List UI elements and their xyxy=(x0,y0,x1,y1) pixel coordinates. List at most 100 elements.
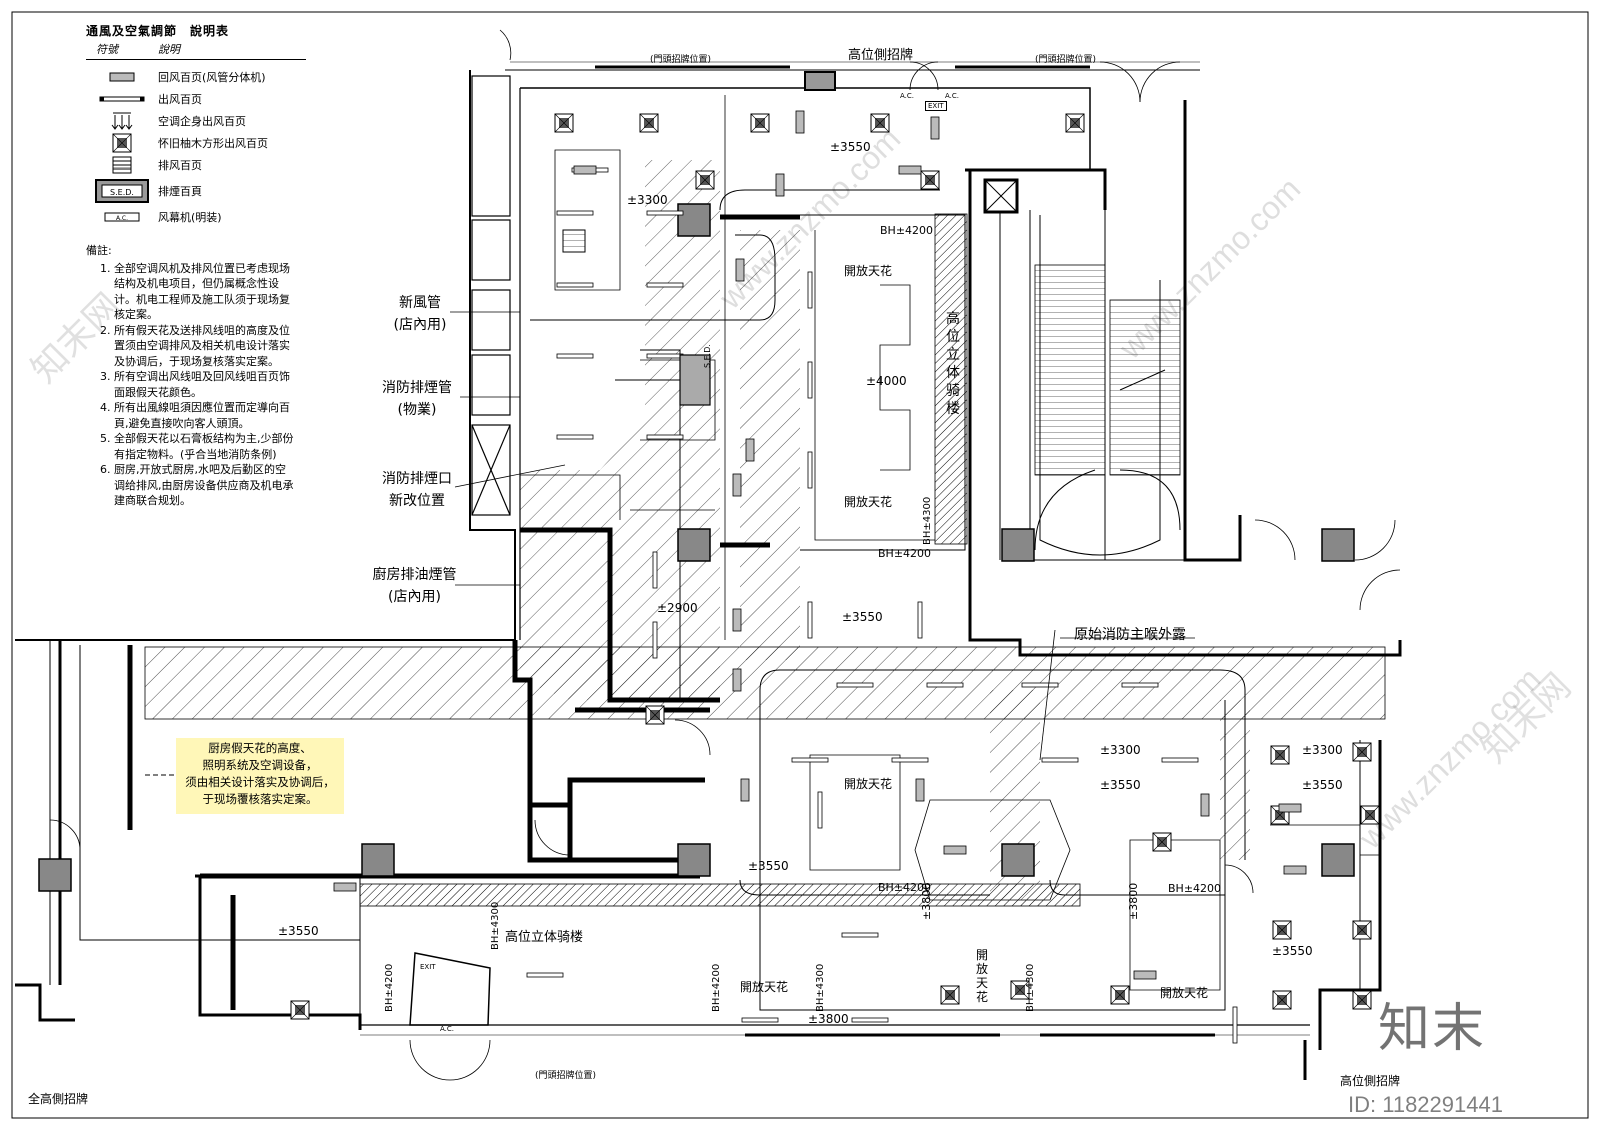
note-item: 所有出風線咀須因應位置而定導向百頁,避免直接吹向客人頭頂。 xyxy=(114,400,296,431)
bh-label: BH±4200 xyxy=(880,224,934,237)
legend-row: S.E.D. 排煙百頁 xyxy=(86,176,306,206)
height-label: ±3550 xyxy=(1272,944,1313,958)
legend-row: 排风百页 xyxy=(86,154,306,176)
door-sign-label: (門頭招牌位置) xyxy=(1035,55,1097,65)
full-side-sign-label: 全高側招牌 xyxy=(28,1092,89,1106)
sed-tag: S.E.D. xyxy=(110,188,134,197)
ac-label: A.C. xyxy=(440,1025,455,1033)
legend-label: 风幕机(明装) xyxy=(158,211,222,224)
open-ceiling-label: 開放天花 xyxy=(844,495,893,509)
legend-label: 排风百页 xyxy=(158,159,202,172)
legend-label: 空调企身出风百页 xyxy=(158,115,246,128)
open-ceiling-label: 開放天花 xyxy=(740,980,789,994)
legend-label: 怀旧柚木方形出风百页 xyxy=(158,137,268,150)
bh-label: BH±4300 xyxy=(1025,963,1036,1012)
legend-col-desc: 說明 xyxy=(158,43,180,56)
legend-label: 出风百页 xyxy=(158,93,202,106)
door-sign-label: (門頭招牌位置) xyxy=(650,55,712,65)
legend-row: 空调企身出风百页 xyxy=(86,110,306,132)
callout-fire-main: 原始消防主喉外露 xyxy=(1074,627,1186,643)
callout-line: (店內用) xyxy=(388,589,441,605)
note-item: 全部空调风机及排风位置已考虑现场结构及机电项目，但仍属概念性设计。机电工程师及施… xyxy=(114,261,296,323)
ac-supply-arrows-icon xyxy=(86,111,158,131)
note-line: 厨房假天花的高度、 xyxy=(208,741,312,755)
legend-col-symbol: 符號 xyxy=(96,43,118,56)
supply-grille-icon xyxy=(86,94,158,104)
exit-label: EXIT xyxy=(420,963,436,971)
legend-title: 通風及空氣調節 說明表 xyxy=(86,24,230,38)
callout-line: (物業) xyxy=(397,402,437,418)
callout-kitchen-pipe: 廚房排油煙管 (店內用) xyxy=(362,564,467,608)
legend-row: 怀旧柚木方形出风百页 xyxy=(86,132,306,154)
side-sign-right-label: 高位側招牌 xyxy=(1340,1074,1401,1088)
height-label: ±2900 xyxy=(657,601,698,615)
air-curtain-icon: A.C. xyxy=(86,211,158,223)
legend-label: 排煙百頁 xyxy=(158,185,202,198)
arcade-horizontal-label: 高位立体骑楼 xyxy=(505,930,584,945)
height-label: ±4000 xyxy=(866,374,907,388)
note-item: 所有假天花及送排风线咀的高度及位置须由空调排风及相关机电设计落实及协调后，于现场… xyxy=(114,323,296,370)
bh-label: BH±4300 xyxy=(815,963,826,1012)
height-label: ±3550 xyxy=(278,924,319,938)
open-ceiling-label: 開放天花 xyxy=(976,948,989,1004)
note-item: 厨房,开放式厨房,水吧及后勤区的空调给排风,由厨房设备供应商及机电承建商联合规划… xyxy=(114,462,296,509)
notes-block: 備註: 全部空调风机及排风位置已考虑现场结构及机电项目，但仍属概念性设计。机电工… xyxy=(86,243,296,509)
note-item: 全部假天花以石膏板结构为主,少部份有指定物料。(乎合当地消防条例) xyxy=(114,431,296,462)
legend-header: 符號 說明 xyxy=(86,39,306,60)
height-label: ±3550 xyxy=(842,610,883,624)
callout-line: 新改位置 xyxy=(389,493,445,509)
callout-line: 消防排煙口 xyxy=(382,471,452,487)
note-line: 须由相关设计落实及协调后， xyxy=(185,775,335,789)
note-line: 照明系统及空调设备， xyxy=(202,758,318,772)
smoke-exhaust-icon: S.E.D. xyxy=(86,178,158,204)
callout-smoke-pipe: 消防排煙管 (物業) xyxy=(372,377,462,421)
height-label: ±3300 xyxy=(1302,743,1343,757)
door-sign-label: (門頭招牌位置) xyxy=(535,1071,597,1081)
callout-fresh-air: 新風管 (店內用) xyxy=(385,292,455,336)
height-label: ±3550 xyxy=(1302,778,1343,792)
height-label: ±3300 xyxy=(1100,743,1141,757)
bh-label: BH±4300 xyxy=(922,496,933,545)
legend-row: 回风百页(风管分体机) xyxy=(86,66,306,88)
bh-label: BH±4300 xyxy=(490,901,501,950)
height-label: ±3800 xyxy=(1127,882,1140,920)
callout-line: 消防排煙管 xyxy=(382,380,452,396)
kitchen-ceiling-note: 厨房假天花的高度、 照明系统及空调设备， 须由相关设计落实及协调后， 于现场覆核… xyxy=(176,738,344,814)
sed-label: S.E.D. xyxy=(703,344,712,368)
exit-label: EXIT xyxy=(925,101,947,111)
watermark-logo: 知末 xyxy=(1378,1000,1487,1058)
notes-list: 全部空调风机及排风位置已考虑现场结构及机电项目，但仍属概念性设计。机电工程师及施… xyxy=(86,261,296,509)
open-ceiling-label: 開放天花 xyxy=(1160,986,1209,1000)
bh-label: BH±4200 xyxy=(711,963,722,1012)
notes-title: 備註: xyxy=(86,244,112,257)
open-ceiling-label: 開放天花 xyxy=(844,777,893,791)
height-label: ±3550 xyxy=(748,859,789,873)
note-line: 于现场覆核落实定案。 xyxy=(202,792,318,806)
ac-label: A.C. xyxy=(945,92,960,100)
callout-line: 廚房排油煙管 xyxy=(372,567,457,583)
legend-label: 回风百页(风管分体机) xyxy=(158,71,266,84)
bh-label: BH±4200 xyxy=(878,547,932,560)
square-diffuser-icon xyxy=(86,132,158,154)
bh-label: BH±4200 xyxy=(878,881,932,894)
arcade-vertical-label: 高位立体骑楼 xyxy=(946,311,960,417)
callout-smoke-outlet: 消防排煙口 新改位置 xyxy=(372,468,462,512)
legend-row: 出风百页 xyxy=(86,88,306,110)
legend-table: 通風及空氣調節 說明表 符號 說明 回风百页(风管分体机) 出风百页 空调企身出… xyxy=(86,22,306,228)
height-label: ±3550 xyxy=(1100,778,1141,792)
ac-label: A.C. xyxy=(900,92,915,100)
high-sign-top-label: 高位側招牌 xyxy=(848,48,914,63)
legend-row: A.C. 风幕机(明装) xyxy=(86,206,306,228)
return-grille-icon xyxy=(86,71,158,83)
height-label: ±3300 xyxy=(627,193,668,207)
watermark-id: ID: 1182291441 xyxy=(1348,1092,1503,1117)
bh-label: BH±4200 xyxy=(1168,882,1222,895)
ac-tag: A.C. xyxy=(116,215,128,222)
exhaust-grille-icon xyxy=(86,155,158,175)
bh-label: BH±4200 xyxy=(384,963,395,1012)
callout-line: 新風管 xyxy=(399,295,441,311)
note-item: 所有空调出风线咀及回风线咀百页饰面跟假天花颜色。 xyxy=(114,369,296,400)
height-label: ±3550 xyxy=(830,140,871,154)
height-label: ±3800 xyxy=(808,1012,849,1026)
